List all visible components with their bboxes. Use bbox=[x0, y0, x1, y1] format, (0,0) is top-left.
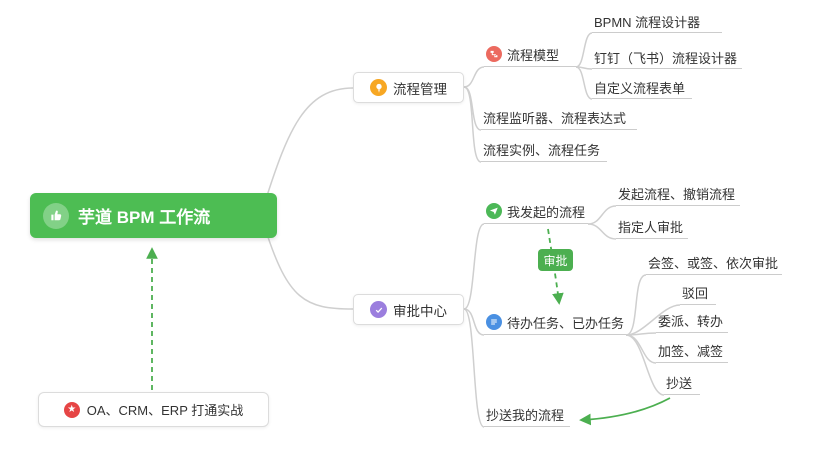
topic-process-instance-label: 流程实例、流程任务 bbox=[483, 143, 601, 158]
topic-todo-done-tasks[interactable]: 待办任务、已办任务 bbox=[484, 312, 626, 335]
leaf-delegate-transfer-label: 委派、转办 bbox=[658, 314, 724, 329]
topic-process-model[interactable]: 流程模型 bbox=[484, 44, 576, 67]
leaf-countersign[interactable]: 会签、或签、依次审批 bbox=[646, 253, 782, 275]
leaf-assign-approver[interactable]: 指定人审批 bbox=[616, 217, 688, 239]
thumbs-up-icon bbox=[43, 202, 69, 229]
flow-icon bbox=[486, 46, 502, 62]
topic-process-instance[interactable]: 流程实例、流程任务 bbox=[481, 140, 607, 162]
approval-icon bbox=[370, 301, 387, 318]
star-icon: ★ bbox=[63, 401, 80, 418]
topic-process-management-label: 流程管理 bbox=[393, 81, 447, 97]
leaf-custom-form-label: 自定义流程表单 bbox=[594, 80, 686, 96]
topic-todo-done-tasks-label: 待办任务、已办任务 bbox=[507, 315, 625, 331]
topic-approval-center-label: 审批中心 bbox=[393, 303, 447, 319]
note-topic-label: OA、CRM、ERP 打通实战 bbox=[86, 403, 244, 418]
leaf-add-remove-sign-label: 加签、减签 bbox=[658, 344, 724, 359]
approval-badge-label: 审批 bbox=[543, 253, 568, 268]
root-topic[interactable]: 芋道 BPM 工作流 bbox=[30, 193, 277, 238]
leaf-start-cancel[interactable]: 发起流程、撤销流程 bbox=[616, 184, 740, 206]
leaf-add-remove-sign[interactable]: 加签、减签 bbox=[656, 341, 728, 363]
topic-my-processes[interactable]: 我发起的流程 bbox=[484, 201, 588, 224]
leaf-custom-form[interactable]: 自定义流程表单 bbox=[592, 78, 692, 99]
leaf-dingtalk-designer[interactable]: 钉钉（飞书）流程设计器 bbox=[592, 48, 742, 69]
leaf-cc-label: 抄送 bbox=[666, 376, 693, 391]
leaf-cc[interactable]: 抄送 bbox=[664, 373, 700, 395]
approval-badge: 审批 bbox=[538, 249, 573, 271]
leaf-dingtalk-designer-label: 钉钉（飞书）流程设计器 bbox=[594, 50, 738, 66]
leaf-start-cancel-label: 发起流程、撤销流程 bbox=[618, 187, 736, 202]
topic-process-model-label: 流程模型 bbox=[507, 47, 560, 63]
topic-process-listener-label: 流程监听器、流程表达式 bbox=[483, 111, 627, 126]
send-icon bbox=[486, 203, 502, 219]
leaf-assign-approver-label: 指定人审批 bbox=[618, 220, 684, 235]
topic-process-management[interactable]: 流程管理 bbox=[353, 72, 464, 103]
tasks-icon bbox=[486, 314, 502, 330]
leaf-bpmn-designer-label: BPMN 流程设计器 bbox=[594, 14, 701, 30]
cc-flow-arrow bbox=[579, 397, 671, 426]
topic-my-processes-label: 我发起的流程 bbox=[507, 204, 586, 220]
leaf-bpmn-designer[interactable]: BPMN 流程设计器 bbox=[592, 12, 722, 33]
lightbulb-icon bbox=[370, 79, 387, 96]
leaf-delegate-transfer[interactable]: 委派、转办 bbox=[656, 311, 728, 333]
topic-cc-my-processes[interactable]: 抄送我的流程 bbox=[484, 405, 570, 427]
topic-cc-my-processes-label: 抄送我的流程 bbox=[486, 408, 565, 423]
leaf-reject-label: 驳回 bbox=[682, 286, 709, 301]
note-topic[interactable]: ★ OA、CRM、ERP 打通实战 bbox=[38, 392, 269, 427]
leaf-reject[interactable]: 驳回 bbox=[680, 283, 716, 305]
root-topic-label: 芋道 BPM 工作流 bbox=[78, 208, 211, 227]
leaf-countersign-label: 会签、或签、依次审批 bbox=[648, 256, 779, 271]
topic-approval-center[interactable]: 审批中心 bbox=[353, 294, 464, 325]
topic-process-listener[interactable]: 流程监听器、流程表达式 bbox=[481, 108, 637, 130]
